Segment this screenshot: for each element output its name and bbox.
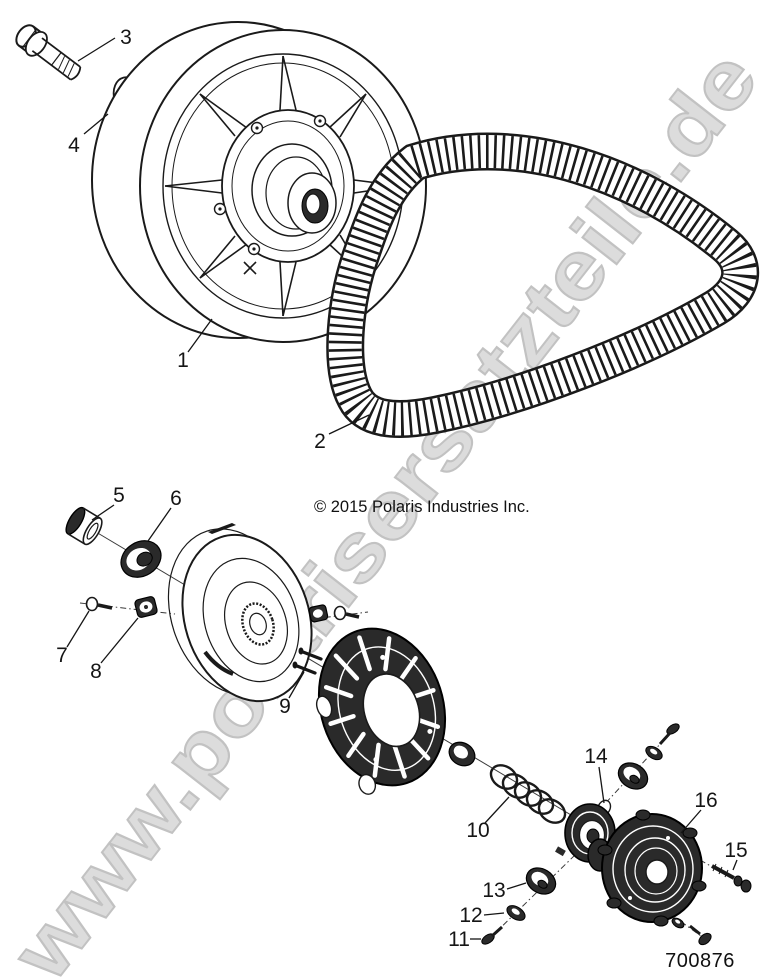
lower-screw [481, 925, 504, 945]
part-number: 700876 [665, 950, 735, 972]
callout-16-label: 16 [694, 789, 717, 812]
callout-7-label: 7 [56, 644, 68, 667]
callout-10: 10 [466, 796, 510, 842]
callout-11: 11 [448, 928, 481, 951]
lower-washer [506, 905, 526, 921]
callout-6: 6 [147, 487, 182, 542]
callout-3: 3 [77, 26, 132, 62]
callout-4: 4 [68, 113, 109, 157]
callout-2-label: 2 [314, 430, 326, 453]
callout-5: 5 [91, 484, 125, 521]
callout-7: 7 [56, 610, 90, 667]
bushing [65, 506, 103, 546]
callout-2: 2 [314, 414, 370, 453]
callout-8: 8 [90, 617, 139, 683]
callout-1: 1 [177, 318, 213, 372]
callout-13-label: 13 [482, 879, 505, 902]
callout-12-label: 12 [459, 904, 482, 927]
callout-4-label: 4 [68, 134, 80, 157]
callout-10-label: 10 [466, 819, 489, 842]
spacer-ring [448, 741, 476, 767]
callout-9-label: 9 [279, 695, 291, 718]
lower-bearing [525, 867, 557, 895]
drive-belt [326, 132, 760, 439]
callout-16: 16 [680, 789, 718, 834]
clutch-flange-bolts [213, 114, 327, 256]
callout-15-label: 15 [724, 839, 747, 862]
callout-6-label: 6 [170, 487, 182, 510]
flange-bolt [15, 24, 82, 81]
callout-8-label: 8 [90, 660, 102, 683]
callout-14-label: 14 [584, 745, 608, 768]
bottom-screw [689, 924, 712, 946]
lock-nut-duplicate [308, 604, 329, 623]
roller-pins [292, 647, 323, 675]
driven-fixed-sheave [167, 528, 313, 703]
cotter-pin-mark [243, 261, 257, 275]
bottom-washer [671, 917, 685, 929]
cover-lugs [597, 809, 707, 927]
cover-plate [587, 809, 707, 927]
lock-nut [134, 596, 158, 618]
driven-movable-sheave [315, 627, 447, 795]
callout-5-label: 5 [113, 484, 125, 507]
callout-11-label: 11 [448, 928, 470, 951]
callout-3-label: 3 [120, 26, 132, 49]
bearing [120, 540, 162, 578]
small-bolt [85, 596, 113, 612]
callout-12: 12 [459, 904, 505, 927]
cover-bolt [711, 863, 752, 893]
callout-13: 13 [482, 879, 527, 902]
callout-14: 14 [584, 745, 608, 804]
small-bolt-duplicate [333, 605, 360, 621]
copyright-text: © 2015 Polaris Industries Inc. [314, 498, 530, 516]
coil-spring [489, 764, 567, 824]
callout-15: 15 [724, 839, 748, 871]
upper-washer [645, 745, 663, 761]
callout-1-label: 1 [177, 349, 189, 372]
drive-clutch [91, 21, 427, 343]
callout-9: 9 [279, 671, 305, 718]
upper-bearing [617, 762, 649, 790]
upper-screw [658, 723, 680, 746]
